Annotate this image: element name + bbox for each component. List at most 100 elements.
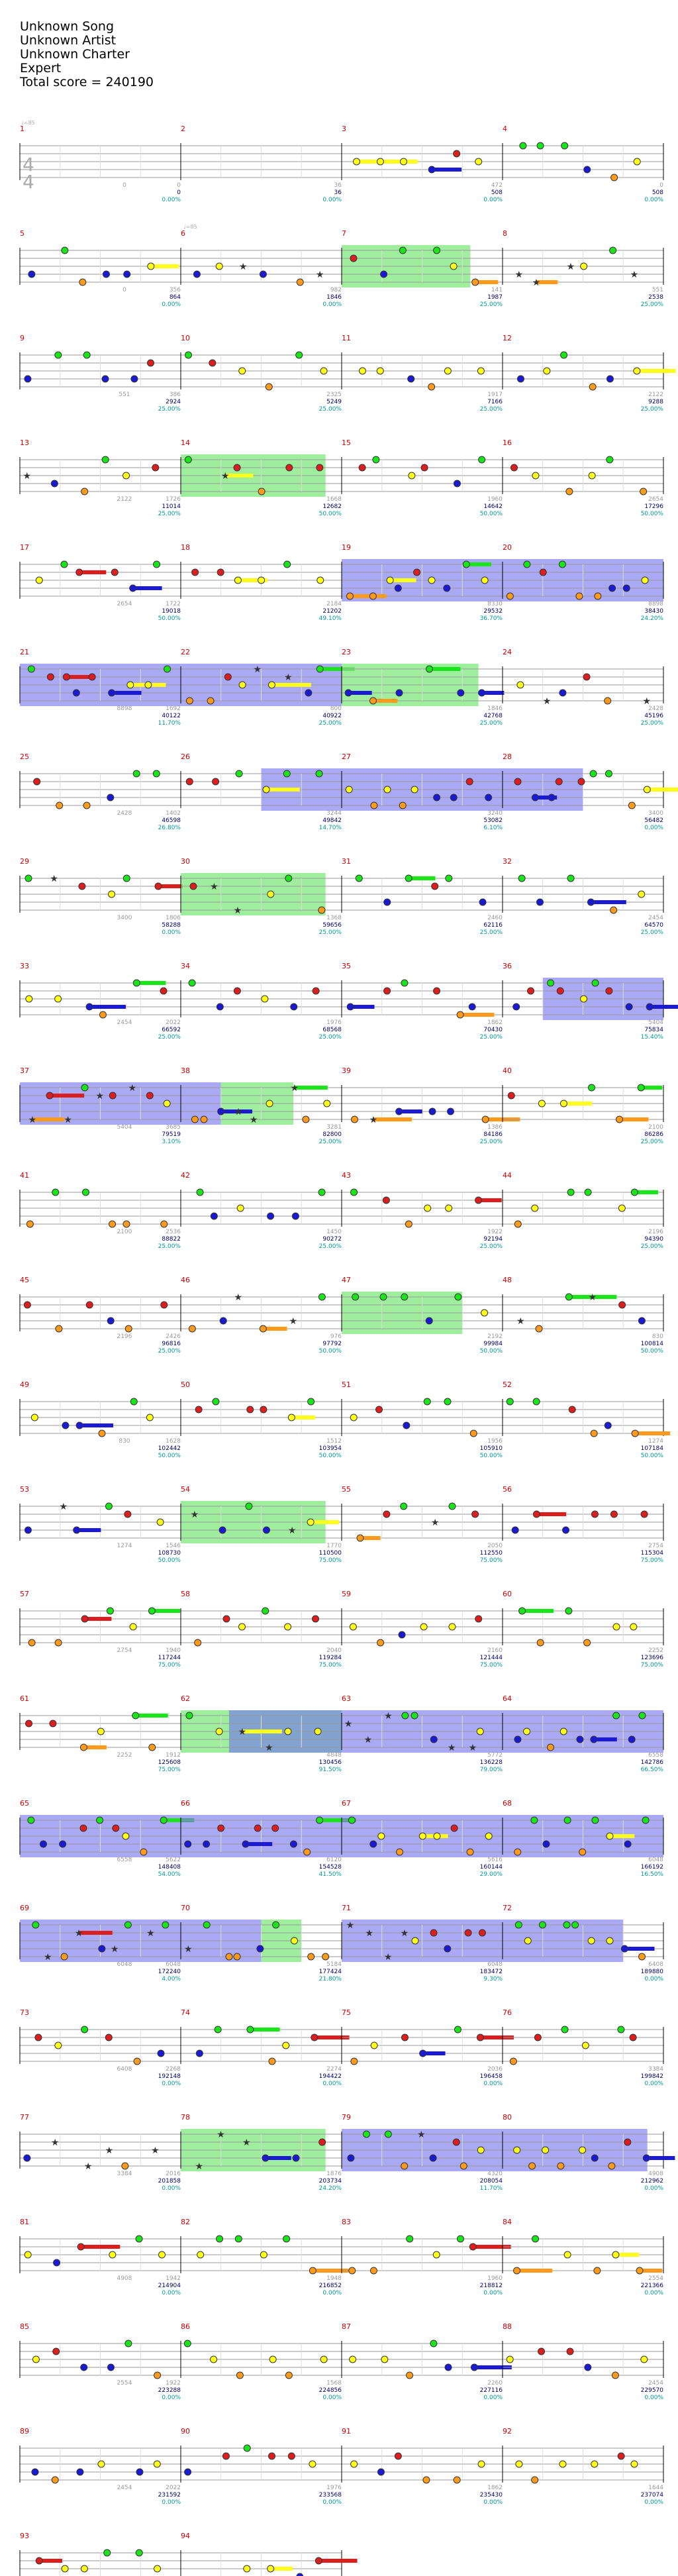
orange-note: [513, 2267, 521, 2275]
red-note: [382, 1196, 390, 1204]
yellow-note: [538, 1100, 546, 1108]
yellow-note: [477, 367, 485, 375]
green-note: [609, 246, 617, 254]
blue-note: [591, 2154, 599, 2162]
sustain-tail: [360, 1536, 381, 1540]
red-note: [618, 1301, 626, 1309]
orange-note: [188, 1325, 196, 1333]
star-note: ★: [151, 2145, 160, 2156]
orange-note: [399, 801, 407, 809]
blue-note: [512, 1003, 520, 1011]
green-note: [532, 2235, 540, 2243]
cumulative-score: 42768: [483, 713, 503, 719]
sub-value: 5616: [487, 1857, 503, 1863]
star-note: ★: [365, 1928, 374, 1939]
orange-note: [610, 906, 618, 914]
star-note: ★: [111, 1944, 119, 1955]
yellow-note: [156, 1518, 164, 1526]
sustain-tail: [634, 1190, 659, 1194]
yellow-note: [386, 576, 394, 584]
measure-number: 32: [503, 857, 512, 866]
green-note: [316, 1816, 324, 1824]
green-note: [605, 770, 612, 778]
blue-note: [267, 1212, 275, 1220]
star-percent: 25.00%: [319, 406, 342, 413]
sub-value: 2554: [648, 2275, 663, 2282]
sustain-tail: [225, 474, 254, 478]
sub-value: 2192: [487, 1333, 503, 1340]
star-percent: 25.00%: [480, 929, 503, 936]
measure-number: 7: [342, 229, 346, 238]
red-note: [52, 2347, 60, 2355]
star-percent: 50.00%: [158, 615, 181, 622]
orange-note: [54, 1639, 62, 1647]
star-percent: 0.00%: [483, 2499, 503, 2506]
sub-value: 2184: [326, 601, 342, 607]
blue-note: [50, 480, 58, 488]
orange-note: [83, 801, 91, 809]
yellow-note: [24, 2251, 32, 2259]
yellow-note: [420, 1623, 428, 1631]
sub-value: 2325: [326, 391, 342, 398]
star-percent: 0.00%: [322, 2081, 342, 2087]
sustain-tail: [158, 884, 183, 888]
blue-note: [184, 1840, 192, 1848]
green-note: [518, 1607, 526, 1615]
yellow-note: [612, 1623, 620, 1631]
star-note: ★: [64, 1115, 72, 1125]
orange-note: [60, 1953, 68, 1961]
yellow-note: [284, 1727, 292, 1735]
yellow-note: [485, 1832, 493, 1840]
yellow-note: [481, 1309, 489, 1317]
measure-number: 56: [503, 1485, 512, 1494]
sub-value: 3685: [166, 1124, 181, 1131]
cumulative-score: 62116: [483, 922, 503, 929]
sub-value: 6558: [648, 1752, 663, 1759]
sustain-tail: [535, 796, 557, 799]
sub-value: 0: [122, 182, 126, 189]
star-note: ★: [401, 1928, 409, 1939]
green-note: [642, 1816, 650, 1824]
measure-number: 49: [20, 1380, 29, 1389]
star-note: ★: [242, 2138, 251, 2148]
orange-note: [528, 2162, 536, 2170]
red-note: [46, 1092, 54, 1100]
yellow-note: [314, 1727, 322, 1735]
green-note: [185, 351, 193, 359]
green-note: [456, 2235, 464, 2243]
yellow-note: [638, 890, 646, 898]
sub-value: 1450: [326, 1229, 342, 1235]
red-note: [507, 1092, 515, 1100]
sub-value: 1668: [326, 496, 342, 503]
sustain-tail: [66, 675, 95, 679]
sustain-tail: [380, 160, 418, 164]
orange-note: [401, 2162, 409, 2170]
star-note: ★: [532, 278, 541, 288]
green-note: [32, 1921, 40, 1929]
star-percent: 0.00%: [322, 2290, 342, 2296]
measure-number: 2: [181, 125, 185, 133]
measure-number: 27: [342, 752, 351, 761]
yellow-note: [97, 1727, 105, 1735]
yellow-note: [591, 2460, 599, 2468]
star-percent: 0.00%: [644, 2395, 663, 2401]
sustain-tail: [635, 1431, 671, 1435]
blue-note: [479, 898, 487, 906]
cumulative-score: 110500: [319, 1550, 342, 1557]
red-note: [147, 359, 155, 367]
yellow-note: [542, 2146, 550, 2154]
blue-note: [203, 1840, 211, 1848]
green-note: [426, 665, 434, 673]
orange-note: [98, 1429, 106, 1437]
